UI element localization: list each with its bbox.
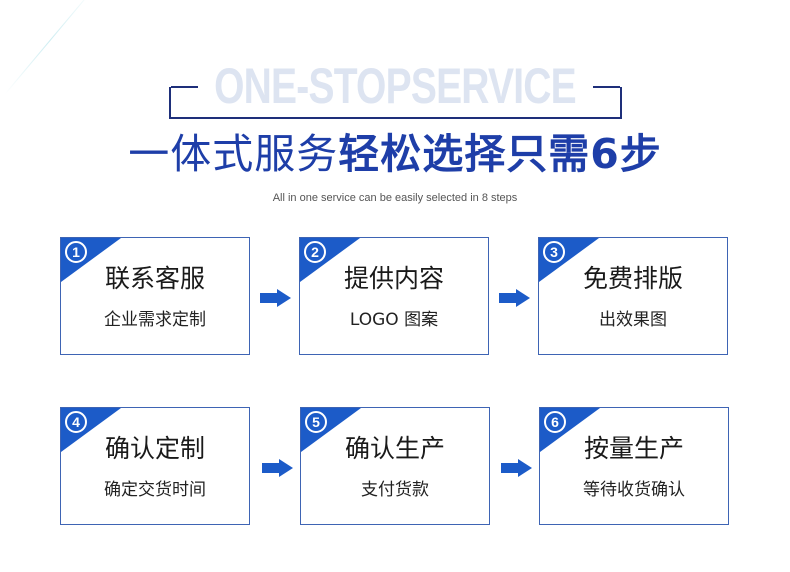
page-title: 一体式服务轻松选择只需6步 [0, 128, 790, 180]
circled-number-icon: 5 [305, 411, 327, 433]
step-card-2: 2 提供内容 LOGO 图案 [299, 237, 489, 355]
step-title: 联系客服 [104, 264, 205, 293]
arrow-right-icon [262, 459, 293, 477]
step-description: 企业需求定制 [104, 310, 206, 330]
circled-number-icon: 1 [65, 241, 87, 263]
step-card-3: 3 免费排版 出效果图 [538, 237, 728, 355]
step-card-6: 6 按量生产 等待收货确认 [539, 407, 729, 525]
step-card-4: 4 确认定制 确定交货时间 [60, 407, 250, 525]
step-description: 确定交货时间 [104, 480, 206, 500]
step-title: 确认生产 [344, 434, 445, 463]
step-description: 支付货款 [361, 480, 429, 500]
arrow-right-icon [499, 289, 530, 307]
arrow-right-icon [260, 289, 291, 307]
arrow-right-icon [501, 459, 532, 477]
page-title-bold: 轻松选择只需6步 [338, 130, 662, 178]
circled-number-icon: 6 [544, 411, 566, 433]
page-title-light: 一体式服务 [128, 130, 339, 178]
title-bracket-frame [169, 86, 622, 119]
step-title: 确认定制 [104, 434, 205, 463]
step-title: 免费排版 [582, 264, 683, 293]
circled-number-icon: 2 [304, 241, 326, 263]
step-card-1: 1 联系客服 企业需求定制 [60, 237, 250, 355]
watermark-title: ONE-STOPSERVICE [214, 58, 577, 114]
circled-number-icon: 3 [543, 241, 565, 263]
step-description: LOGO 图案 [349, 310, 439, 330]
bracket-left-stub [171, 86, 198, 88]
step-description: 出效果图 [599, 310, 667, 330]
circled-number-icon: 4 [65, 411, 87, 433]
step-card-5: 5 确认生产 支付货款 [300, 407, 490, 525]
bracket-right-stub [593, 86, 620, 88]
step-title: 提供内容 [343, 264, 444, 293]
decorative-diagonal-line [4, 0, 96, 95]
page-subtitle: All in one service can be easily selecte… [272, 192, 518, 204]
step-title: 按量生产 [583, 434, 684, 463]
step-description: 等待收货确认 [583, 480, 685, 500]
